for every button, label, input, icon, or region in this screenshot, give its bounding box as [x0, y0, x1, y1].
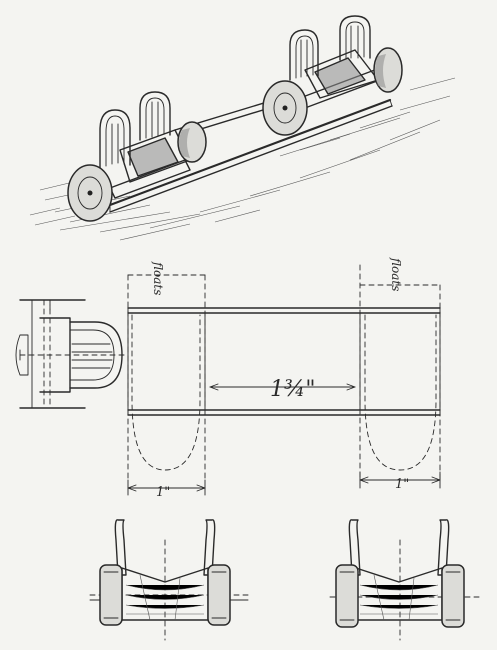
float-label-left: floats — [151, 261, 165, 295]
right-float-dimension-label: 1" — [395, 477, 409, 492]
perspective-sketch — [29, 15, 456, 241]
float-label-right: floats — [389, 257, 403, 291]
left-float-dimension-label: 1" — [156, 485, 170, 500]
rear-arches — [289, 15, 371, 81]
front-right-wheel — [177, 121, 207, 163]
rear-right-wheel — [373, 47, 403, 93]
front-left-wheel — [67, 164, 113, 222]
plan-view — [127, 264, 441, 496]
section-view-left — [89, 519, 251, 641]
rear-left-wheel — [262, 80, 308, 136]
ground-hatching — [29, 77, 456, 241]
front-arches — [99, 91, 171, 169]
center-dimension-label: 1¾" — [270, 377, 315, 402]
end-view — [15, 299, 129, 409]
section-view-right — [329, 519, 481, 641]
